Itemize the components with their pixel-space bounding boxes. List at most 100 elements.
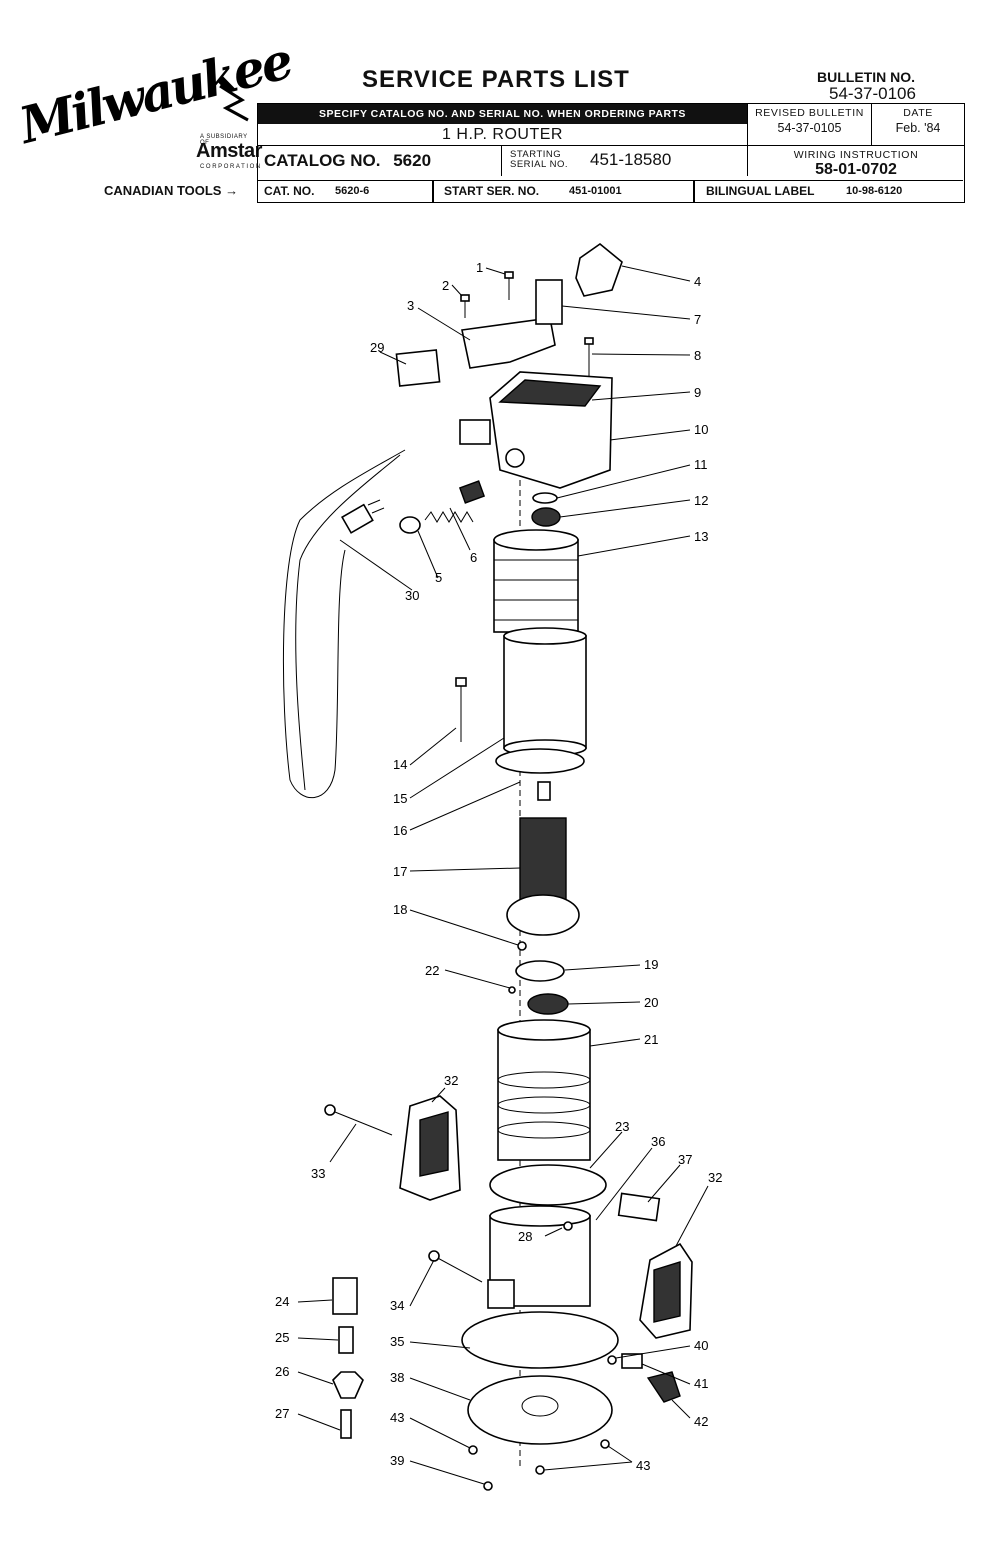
motor-housing-cap-10 (459, 371, 613, 489)
canadian-row: CAT. NO. 5620-6 START SER. NO. 451-01001… (258, 180, 963, 202)
callout-40: 40 (694, 1338, 708, 1353)
callout-20: 20 (644, 995, 658, 1010)
callout-1: 1 (476, 260, 483, 275)
callout-28: 28 (518, 1229, 532, 1244)
bilingual-label: BILINGUAL LABEL (706, 184, 815, 198)
long-screw-14 (455, 677, 467, 742)
divider (693, 181, 695, 202)
armature-17 (506, 781, 580, 936)
brush-cap-5 (399, 516, 421, 534)
collet-nut-24 (332, 1277, 358, 1315)
callout-16: 16 (393, 823, 407, 838)
power-cord-30 (282, 449, 406, 798)
date-cell: DATE Feb. '84 (872, 104, 964, 146)
leader-lines (297, 265, 709, 1485)
callout-38: 38 (390, 1370, 404, 1385)
date-label: DATE (903, 107, 933, 119)
callout-22: 22 (425, 963, 439, 978)
can-cat-label: CAT. NO. (264, 184, 315, 198)
callout-15: 15 (393, 791, 407, 806)
revised-bulletin-cell: REVISED BULLETIN 54-37-0105 (747, 104, 872, 146)
callout-29: 29 (370, 340, 384, 355)
screw-27 (340, 1409, 352, 1439)
divider (432, 181, 434, 202)
collet-nut-26 (332, 1371, 364, 1399)
sub-base-hole (521, 1395, 559, 1417)
cord-clamp-3 (461, 317, 556, 369)
bearing-20 (527, 993, 569, 1015)
screw-43a (468, 1445, 478, 1455)
handle-right-32 (639, 1242, 693, 1339)
arrow-right-icon: → (225, 183, 239, 198)
bearing-plate-19 (515, 960, 565, 982)
switch-7 (535, 279, 563, 325)
serial-label-line2: SERIAL NO. (510, 159, 568, 170)
date-value: Feb. '84 (895, 121, 941, 135)
bulletin-number: 54-37-0106 (829, 84, 916, 103)
callout-7: 7 (694, 312, 701, 327)
serial-number: 451-18580 (590, 150, 672, 169)
housing-21 (497, 1019, 591, 1161)
base-35 (461, 1205, 619, 1369)
callout-32-left: 32 (444, 1073, 458, 1088)
bulletin-label: BULLETIN NO. (817, 69, 915, 85)
callout-11: 11 (694, 457, 708, 472)
callout-23: 23 (615, 1119, 629, 1134)
screw-18 (517, 941, 527, 951)
label-37 (617, 1192, 661, 1222)
screw-2 (460, 294, 470, 318)
callout-27: 27 (275, 1406, 289, 1421)
baffle-16 (495, 748, 585, 774)
callout-3: 3 (407, 298, 414, 313)
product-name: 1 H.P. ROUTER (258, 124, 747, 146)
callout-2: 2 (442, 278, 449, 293)
screw-22 (508, 986, 516, 994)
specify-note: SPECIFY CATALOG NO. AND SERIAL NO. WHEN … (258, 104, 747, 124)
milwaukee-logo: Milwaukee A SUBSIDIARY OF Amstar CORPORA… (14, 31, 296, 188)
bilingual-number: 10-98-6120 (846, 185, 903, 197)
can-start-label: START SER. NO. (444, 184, 540, 198)
wiring-label: WIRING INSTRUCTION (793, 149, 919, 161)
callout-43-left: 43 (390, 1410, 404, 1425)
callout-41: 41 (694, 1376, 708, 1391)
motor-housing-15 (503, 627, 587, 757)
callout-17: 17 (393, 864, 407, 879)
callout-32-right: 32 (708, 1170, 722, 1185)
screw-43c (535, 1465, 545, 1475)
field-13 (493, 529, 579, 633)
canadian-tools-text: CANADIAN TOOLS (104, 183, 222, 198)
callout-35: 35 (390, 1334, 404, 1349)
corporation-text: CORPORATION (200, 164, 262, 170)
callout-12: 12 (694, 493, 708, 508)
screw-34 (428, 1250, 515, 1309)
handle-left-32 (399, 1095, 461, 1201)
can-start-number: 451-01001 (569, 185, 622, 197)
callout-18: 18 (393, 902, 407, 917)
screw-39 (483, 1481, 493, 1491)
callout-19: 19 (644, 957, 658, 972)
callout-24: 24 (275, 1294, 289, 1309)
starting-serial-cell: STARTING SERIAL NO. 451-18580 (502, 146, 747, 176)
adjusting-ring-23 (489, 1164, 607, 1206)
callout-37: 37 (678, 1152, 692, 1167)
subsidiary-text: A SUBSIDIARY OF (200, 134, 248, 146)
callout-13: 13 (694, 529, 708, 544)
screw-28 (563, 1221, 573, 1231)
callout-numbers: 1 2 3 4 5 6 7 8 9 10 11 12 13 14 15 16 1… (275, 260, 722, 1473)
serial-label-line1: STARTING (510, 149, 562, 160)
screw-33 (324, 1104, 393, 1136)
catalog-number-cell: CATALOG NO. 5620 (258, 146, 502, 176)
washer-40 (607, 1355, 617, 1365)
switch-cap-4 (575, 242, 623, 297)
collet-25 (338, 1326, 354, 1354)
thumb-knob-42 (646, 1371, 681, 1403)
brush-spring-6 (424, 480, 486, 523)
callout-39: 39 (390, 1453, 404, 1468)
callout-34: 34 (390, 1298, 404, 1313)
callout-30: 30 (405, 588, 419, 603)
revised-number: 54-37-0105 (777, 121, 842, 135)
amstar-logo: Amstar (196, 140, 262, 162)
callout-14: 14 (393, 757, 407, 772)
wiring-instruction-cell: WIRING INSTRUCTION 58-01-0702 (747, 146, 964, 178)
